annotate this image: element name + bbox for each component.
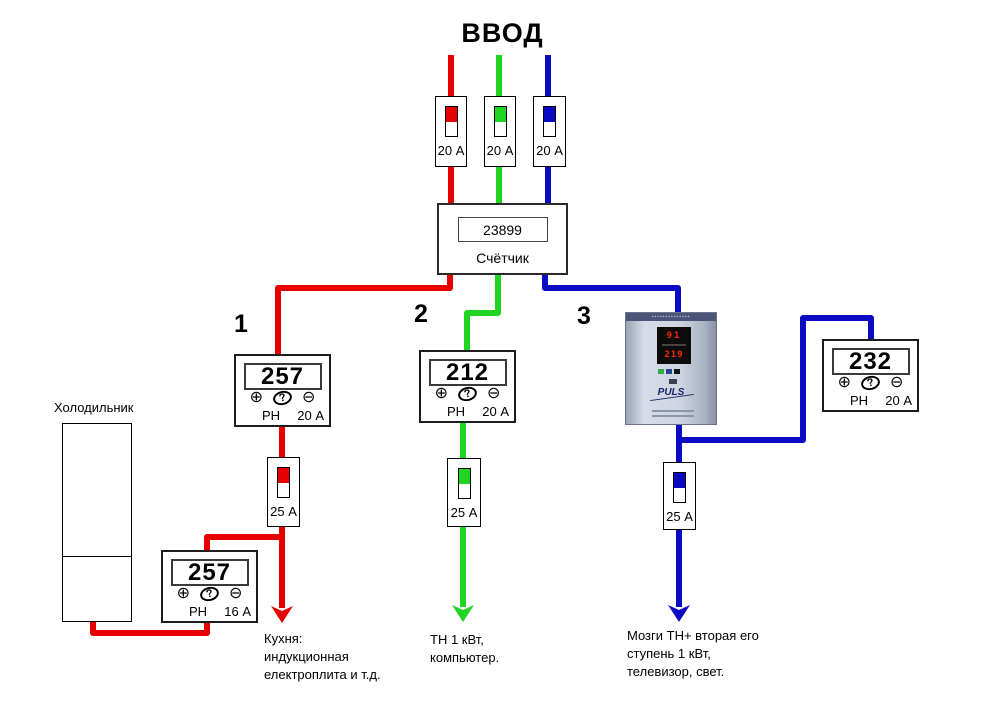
branch-label-3: 3	[577, 302, 591, 330]
branch-breaker-red: 25 А	[267, 457, 300, 527]
mode-button-icon[interactable]: ?	[198, 584, 221, 604]
breaker-rating: 20 А	[536, 143, 563, 158]
stabilizer-leds	[658, 369, 680, 374]
fridge-box	[62, 423, 132, 622]
mode-button-icon[interactable]: ?	[859, 373, 882, 393]
breaker-rating: 25 А	[666, 509, 693, 524]
branch-breaker-green: 25 А	[447, 458, 481, 527]
breaker-switch[interactable]	[543, 106, 556, 137]
meter-reading: 23899	[457, 217, 548, 242]
red-wire	[90, 55, 454, 636]
note-tv2: Мозги ТН+ вторая его ступень 1 кВт, теле…	[627, 628, 759, 679]
plus-button-icon[interactable]: ⊕	[434, 385, 448, 402]
relay-rating: 20 А	[482, 404, 509, 419]
relay-display: 257	[170, 559, 249, 586]
relay-rating: 20 А	[297, 408, 324, 423]
relay-type: РН	[447, 404, 466, 419]
breaker-switch[interactable]	[444, 106, 458, 137]
blue-arrowhead	[668, 605, 690, 622]
stabilizer-button	[669, 379, 677, 384]
voltage-relay-1: 257 ⊕ ? ⊖ РН 20 А	[234, 354, 331, 427]
stabilizer-voltage-bottom: 219	[664, 350, 684, 360]
input-breaker-blue: 20 А	[533, 96, 566, 167]
breaker-rating: 20 А	[437, 143, 465, 158]
stabilizer-voltage-top: 91	[666, 331, 682, 341]
minus-button-icon[interactable]: ⊖	[487, 385, 501, 402]
minus-button-icon[interactable]: ⊖	[302, 389, 316, 406]
relay-type: РН	[850, 393, 869, 408]
diagram-title: ВВОД	[461, 18, 544, 48]
red-arrowhead	[271, 606, 293, 623]
branch-breaker-blue: 25 А	[663, 462, 696, 530]
green-arrowhead	[452, 605, 474, 622]
input-breaker-green: 20 А	[484, 96, 516, 167]
minus-button-icon[interactable]: ⊖	[890, 374, 904, 391]
relay-display: 232	[831, 348, 910, 375]
meter-label: Счётчик	[476, 250, 529, 266]
relay-type: РН	[189, 604, 208, 619]
relay-display: 212	[428, 359, 507, 386]
relay-display: 257	[243, 363, 322, 390]
stabilizer-header: ▪▪▪▪▪▪▪▪▪▪▪▪▪▪	[626, 313, 716, 321]
note-tv1: ТН 1 кВт, компьютер.	[430, 632, 500, 665]
branch-label-2: 2	[414, 300, 428, 328]
relay-buttons: ⊕ ? ⊖	[236, 388, 329, 408]
breaker-switch[interactable]	[673, 472, 686, 503]
plus-button-icon[interactable]: ⊕	[176, 585, 190, 602]
voltage-relay-4: 257 ⊕ ? ⊖ РН 16 А	[161, 550, 258, 623]
mode-button-icon[interactable]: ?	[456, 384, 479, 404]
breaker-switch[interactable]	[493, 106, 507, 137]
fridge-label: Холодильник	[54, 400, 134, 415]
relay-buttons: ⊕ ? ⊖	[421, 384, 514, 404]
breaker-switch[interactable]	[277, 467, 290, 498]
relay-rating: 20 А	[885, 393, 912, 408]
breaker-rating: 25 А	[450, 505, 478, 520]
breaker-switch[interactable]	[457, 468, 471, 499]
voltage-relay-3: 232 ⊕ ? ⊖ РН 20 А	[822, 339, 919, 412]
stabilizer-display: 91 219	[657, 327, 691, 364]
note-kitchen: Кухня: индукционная електроплита и т.д.	[264, 631, 381, 682]
fridge-divider	[63, 556, 131, 557]
stabilizer-photo: ▪▪▪▪▪▪▪▪▪▪▪▪▪▪ 91 219 PULS	[625, 312, 717, 425]
mode-button-icon[interactable]: ?	[271, 388, 294, 408]
breaker-rating: 25 А	[270, 504, 297, 519]
minus-button-icon[interactable]: ⊖	[229, 585, 243, 602]
electric-meter: 23899 Счётчик	[437, 203, 568, 275]
plus-button-icon[interactable]: ⊕	[837, 374, 851, 391]
plus-button-icon[interactable]: ⊕	[249, 389, 263, 406]
breaker-rating: 20 А	[486, 143, 514, 158]
relay-type: РН	[262, 408, 281, 423]
relay-rating: 16 А	[224, 604, 251, 619]
voltage-relay-2: 212 ⊕ ? ⊖ РН 20 А	[419, 350, 516, 423]
branch-label-1: 1	[234, 310, 248, 338]
stabilizer-brand: PULS	[657, 387, 685, 398]
relay-buttons: ⊕ ? ⊖	[163, 584, 256, 604]
input-breaker-red: 20 А	[435, 96, 467, 167]
relay-buttons: ⊕ ? ⊖	[824, 373, 917, 393]
